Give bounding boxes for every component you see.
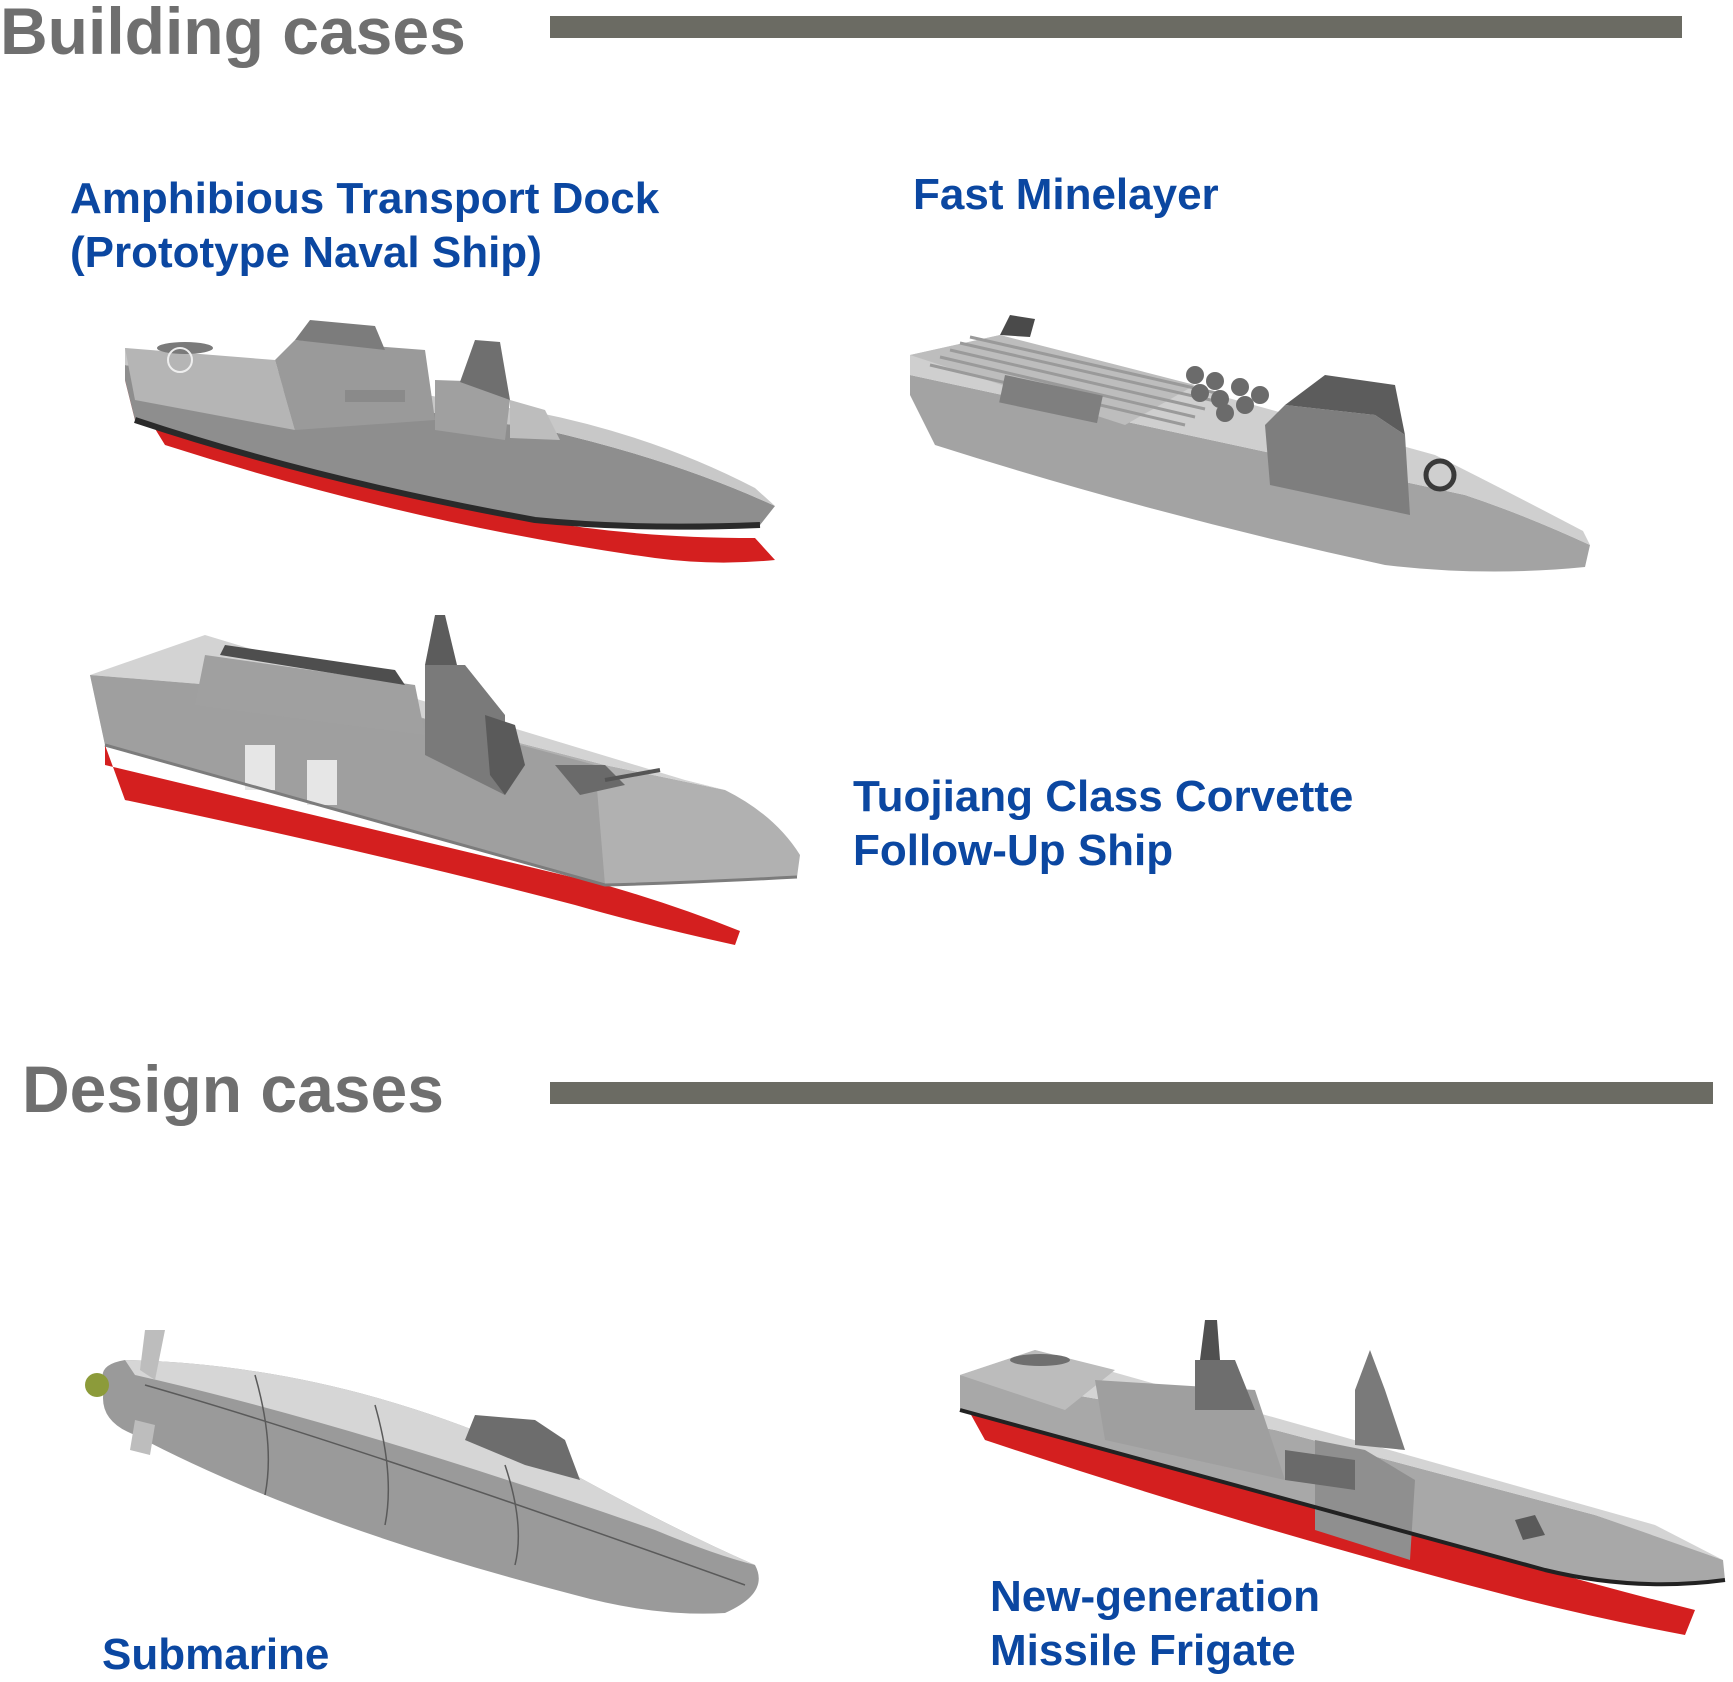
amphibious-transport-dock-image xyxy=(125,320,775,563)
fast-minelayer-image xyxy=(910,315,1590,572)
caption-missile-frigate: New-generation Missile Frigate xyxy=(990,1570,1320,1678)
caption-line: New-generation xyxy=(990,1572,1321,1621)
caption-fast-minelayer: Fast Minelayer xyxy=(913,168,1219,222)
tuojiang-corvette-image xyxy=(90,615,800,945)
building-cases-rule xyxy=(550,16,1682,38)
caption-submarine: Submarine xyxy=(102,1628,329,1682)
caption-amphibious-transport-dock: Amphibious Transport Dock (Prototype Nav… xyxy=(70,172,659,280)
design-cases-heading: Design cases xyxy=(22,1052,444,1126)
missile-frigate-image xyxy=(959,1320,1726,1635)
caption-line: Amphibious Transport Dock xyxy=(70,174,660,223)
caption-line: Missile Frigate xyxy=(990,1626,1296,1675)
caption-line: Tuojiang Class Corvette xyxy=(853,772,1354,821)
building-cases-heading: Building cases xyxy=(0,0,466,68)
submarine-image xyxy=(85,1330,759,1614)
caption-line: Follow-Up Ship xyxy=(853,826,1174,875)
caption-line: (Prototype Naval Ship) xyxy=(70,228,542,277)
caption-tuojiang-corvette: Tuojiang Class Corvette Follow-Up Ship xyxy=(853,770,1353,878)
design-cases-rule xyxy=(550,1082,1713,1104)
caption-line: Submarine xyxy=(102,1630,330,1679)
caption-line: Fast Minelayer xyxy=(913,170,1219,219)
